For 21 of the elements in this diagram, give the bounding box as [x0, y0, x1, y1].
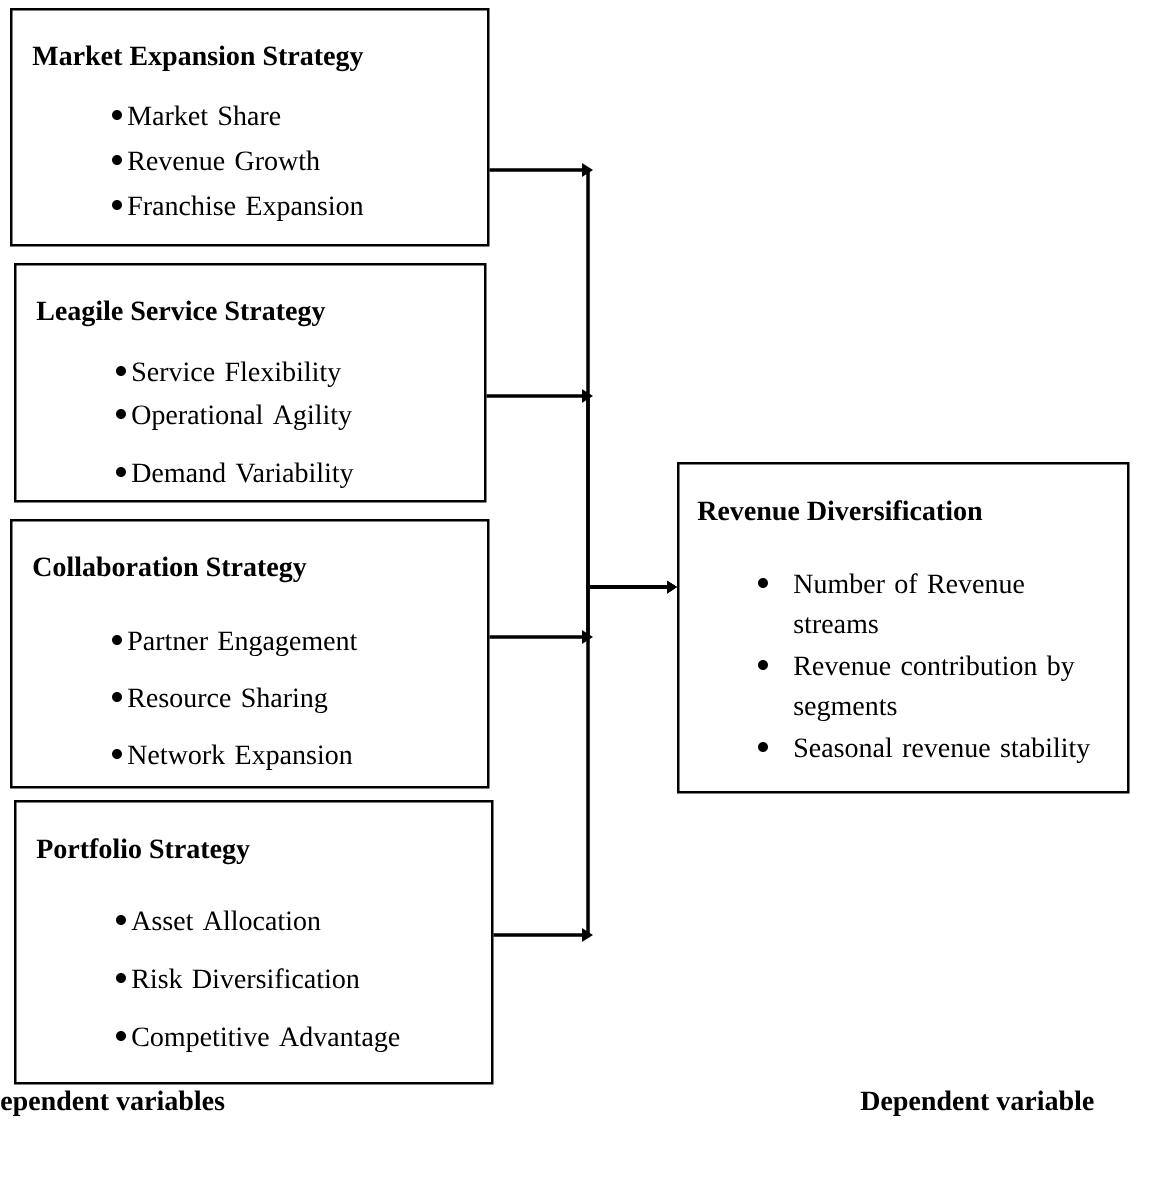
bullet-item: Revenue contribution by segments: [758, 655, 1075, 722]
bullet-item: Revenue Growth: [112, 150, 320, 171]
bullet-item: Partner Engagement: [112, 631, 358, 657]
bullet-item: Competitive Advantage: [116, 1026, 400, 1053]
bullet-item: Market Share: [112, 105, 281, 126]
bullet-item: Resource Sharing: [112, 687, 328, 714]
heading: Leagile Service Strategy: [36, 300, 326, 327]
axis-caption: Dependent variable: [860, 1090, 1094, 1116]
heading: Market Expansion Strategy: [32, 45, 364, 72]
bullet-item: Asset Allocation: [116, 910, 321, 931]
bullet-item: Franchise Expansion: [112, 195, 364, 221]
heading: Collaboration Strategy: [33, 556, 307, 583]
bullet-item: Risk Diversification: [116, 968, 360, 989]
bullet-item: Network Expansion: [112, 744, 353, 770]
bullet-item: Operational Agility: [116, 404, 352, 431]
bullet-item: Number of Revenue streams: [758, 573, 1024, 634]
bullet-item: Demand Variability: [116, 462, 354, 489]
bullet-item: Seasonal revenue stability: [758, 737, 1091, 764]
heading: Revenue Diversification: [697, 500, 983, 521]
bullet-item: Service Flexibility: [116, 361, 342, 388]
heading: Portfolio Strategy: [36, 838, 250, 865]
